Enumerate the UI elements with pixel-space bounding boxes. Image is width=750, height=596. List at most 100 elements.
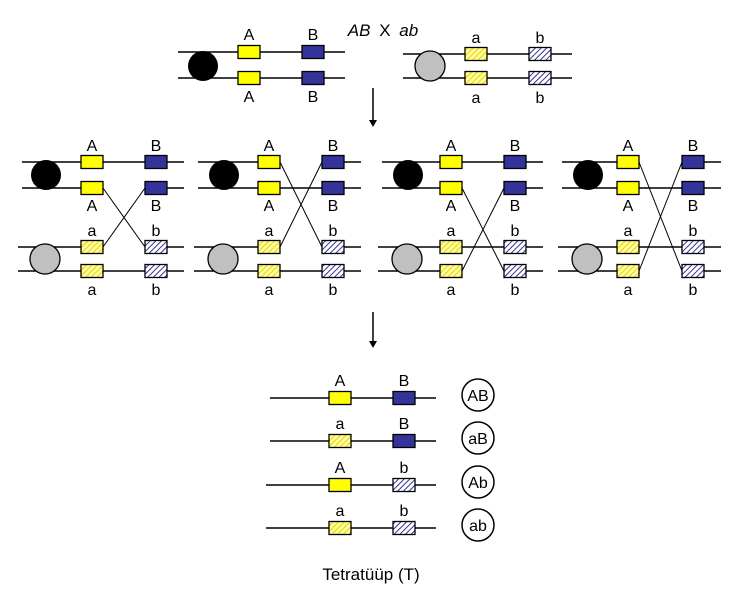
gene-label-mid-a: A (87, 198, 98, 215)
gene-label-bottom-a: a (88, 282, 97, 299)
gene-a-box (80, 239, 104, 255)
centromere-black (31, 160, 61, 190)
gene-B-box (301, 70, 325, 86)
genotype-label: Ab (468, 475, 488, 492)
centromere-gray (571, 243, 603, 275)
gene-b-box (681, 239, 705, 255)
gene-label-top-a: A (244, 27, 255, 44)
gene-a-box (616, 263, 640, 279)
gene-B-box (301, 44, 325, 60)
genotype-circle (461, 378, 495, 412)
gene-label-mid-a: A (264, 198, 275, 215)
arrow-down-1 (369, 88, 377, 127)
gene-label-bottom-b: B (308, 89, 319, 106)
centromere-gray (414, 50, 446, 82)
gene-b-box (503, 239, 527, 255)
crossover-line (638, 161, 683, 272)
gene-b-box (503, 263, 527, 279)
centromere-black (188, 51, 218, 81)
genotype-label: ab (469, 518, 487, 535)
gene-label-mid-b: B (328, 198, 339, 215)
gene-B-box (392, 433, 416, 449)
gene-B-box (321, 180, 345, 196)
genotype-label: aB (468, 431, 488, 448)
gene-a-box (464, 46, 488, 62)
gene-a-box (257, 239, 281, 255)
gene-label-bottom-b: b (536, 90, 545, 107)
centromere-black (209, 160, 239, 190)
gene-label-mid-lower-b: b (511, 223, 520, 240)
arrow-head-icon (369, 341, 377, 348)
gene-A-box (237, 70, 261, 86)
crossover-line (461, 187, 505, 272)
crossover-line (102, 187, 146, 248)
gene-label-mid-b: B (510, 198, 521, 215)
gene-label-mid-lower-a: a (265, 223, 274, 240)
gene-label-top-a: A (264, 138, 275, 155)
gene-label-mid-lower-a: a (447, 223, 456, 240)
gene-a-box (439, 239, 463, 255)
gene-label-top-a: A (446, 138, 457, 155)
gene-A-box (616, 180, 640, 196)
cross-title-x: X (379, 21, 390, 40)
gene-label-mid-a: A (623, 198, 634, 215)
gene-B-box (503, 180, 527, 196)
gene-label-bottom-b: b (689, 282, 698, 299)
gene-label-a: A (335, 373, 346, 390)
gene-label-a: a (336, 416, 345, 433)
centromere-gray (391, 243, 423, 275)
gene-A-box (80, 154, 104, 170)
centromere-gray (29, 243, 61, 275)
gene-b-box (144, 239, 168, 255)
arrows-group (369, 88, 377, 348)
gene-B-box (144, 154, 168, 170)
gene-b-box (392, 477, 416, 493)
gene-A-box (328, 477, 352, 493)
gene-label-top-b: B (510, 138, 521, 155)
gene-label-mid-a: A (446, 198, 457, 215)
gene-label-mid-lower-a: a (624, 223, 633, 240)
gene-a-box (80, 263, 104, 279)
gene-b-box (144, 263, 168, 279)
gene-label-top-b: B (328, 138, 339, 155)
cross-title-right: ab (399, 21, 418, 40)
gene-label-top-b: B (688, 138, 699, 155)
gene-A-box (328, 390, 352, 406)
gene-label-top-a: A (623, 138, 634, 155)
centromere-black (573, 160, 603, 190)
gene-label-bottom-b: b (511, 282, 520, 299)
gene-label-b: b (400, 460, 409, 477)
gene-label-top-b: B (308, 27, 319, 44)
gene-label-mid-b: B (151, 198, 162, 215)
gene-label-bottom-a: a (472, 90, 481, 107)
cross-title: AB X ab (347, 21, 418, 40)
gene-a-box (328, 520, 352, 536)
gene-a-box (328, 433, 352, 449)
gene-B-box (681, 154, 705, 170)
gene-A-box (257, 154, 281, 170)
gene-B-box (681, 180, 705, 196)
gene-label-a: a (336, 503, 345, 520)
arrow-down-2 (369, 312, 377, 348)
gene-label-b: B (399, 373, 410, 390)
gene-label-bottom-b: b (329, 282, 338, 299)
gene-B-box (392, 390, 416, 406)
gene-label-bottom-b: b (152, 282, 161, 299)
gene-b-box (528, 70, 552, 86)
gene-label-bottom-a: a (624, 282, 633, 299)
centromere-black (393, 160, 423, 190)
genotype-label: AB (467, 388, 488, 405)
gene-b-box (392, 520, 416, 536)
caption: Tetratüüp (T) (322, 565, 419, 584)
crossover-line (279, 161, 323, 248)
gene-B-box (503, 154, 527, 170)
